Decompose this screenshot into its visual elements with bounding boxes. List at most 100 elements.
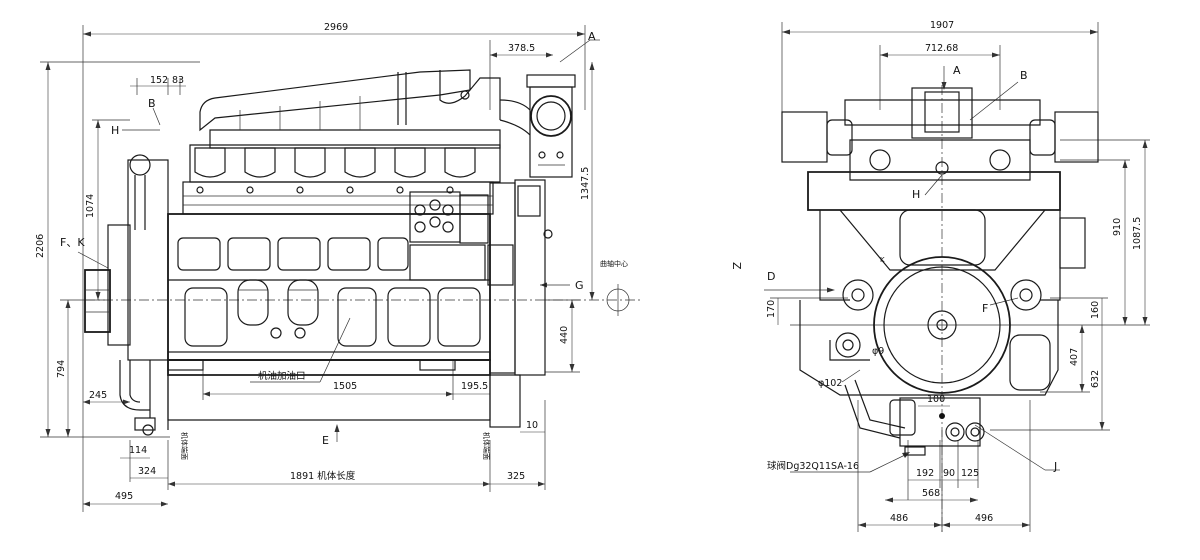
dim-2206: 2206 <box>35 62 51 437</box>
dim-label: 10 <box>526 420 538 431</box>
dim-label: 245 <box>89 390 107 401</box>
dim-label: 632 <box>1090 370 1101 388</box>
dim-407: 407 <box>1040 325 1090 393</box>
label-fk-text: F、K <box>60 236 85 249</box>
dim-label: 114 <box>129 445 147 456</box>
label-j-leader: J <box>974 424 1060 473</box>
dim-label: 1347.5 <box>580 167 591 200</box>
dim-378-5: 378.5 <box>490 43 553 58</box>
dim-440: 440 <box>545 299 580 373</box>
label-a: A <box>588 30 596 43</box>
label-a2: A <box>953 64 961 77</box>
dim-label: 83 <box>172 75 184 86</box>
dim-910: 910 <box>1060 139 1150 325</box>
dim-2969: 2969 <box>83 22 585 37</box>
gauge-panel <box>409 191 514 286</box>
dim-label: 152 <box>150 75 168 86</box>
label-z: Z <box>730 262 743 270</box>
dim-label: 378.5 <box>508 43 535 54</box>
dim-label: 100 <box>927 394 945 405</box>
dim-label: 1891 机体长度 <box>290 470 356 482</box>
dim-label: 568 <box>922 488 940 499</box>
mount-note-left: 机体端面 <box>180 432 189 460</box>
ball-valve-callout: 球阀Dg32Q11SA-16 <box>767 452 910 473</box>
dim-label: 2206 <box>35 234 46 258</box>
dim-1087-5: 1087.5 <box>1132 140 1148 325</box>
label-e-arrow: E <box>322 424 340 447</box>
oil-filler-callout: 机油加油口 <box>250 317 351 383</box>
label-e: E <box>322 434 329 447</box>
dim-label: 794 <box>56 360 67 378</box>
dim-label: 1907 <box>930 20 954 31</box>
dim-label: 407 <box>1069 348 1080 366</box>
label-h2: H <box>912 188 920 201</box>
label-f-leader: F <box>982 297 1019 315</box>
end-view: 1907 712.68 A B H <box>730 20 1150 532</box>
dim-1907: 1907 <box>781 20 1099 140</box>
front-pulley <box>84 154 169 436</box>
dim-label: 324 <box>138 466 156 477</box>
oil-filler-note: 机油加油口 <box>258 370 306 382</box>
dim-114: 114 <box>120 445 150 459</box>
dim-label: 712.68 <box>925 43 958 54</box>
dim-1347-5: 1347.5 <box>580 62 595 300</box>
label-d: D <box>767 270 775 283</box>
dim-152-83: 152 83 <box>130 75 186 95</box>
mount-note-right: 机体端面 <box>482 432 491 460</box>
dim-495: 495 <box>83 491 168 507</box>
label-fk: F、K <box>60 236 109 269</box>
engine-end-body <box>781 87 1099 456</box>
dim-label: 160 <box>1090 301 1101 319</box>
flywheel-housing <box>489 179 553 428</box>
dim-712-68: 712.68 <box>879 43 1001 110</box>
dim-label: 440 <box>559 326 570 344</box>
dim-486-496: 486 496 <box>857 400 1031 532</box>
dim-1891: 1891 机体长度 <box>168 440 491 492</box>
dim-794: 794 <box>56 299 105 437</box>
dim-label: 486 <box>890 513 908 524</box>
crank-center-note: 曲轴中心 <box>600 259 628 268</box>
ball-valve-note: 球阀Dg32Q11SA-16 <box>767 460 859 472</box>
dim-568: 568 <box>885 488 978 503</box>
engine-side-body <box>84 69 576 436</box>
dim-label: 1074 <box>85 194 96 218</box>
oil-filters <box>237 279 319 339</box>
label-f: F <box>982 302 988 315</box>
label-h2-leader: H <box>912 174 943 201</box>
label-d-arrow: D <box>764 270 835 293</box>
label-k: K <box>880 256 885 264</box>
dim-label: 170 <box>766 300 777 318</box>
label-g: G <box>575 279 584 292</box>
label-h: H <box>111 124 119 137</box>
dim-170: 170 <box>766 297 848 325</box>
dim-label: 1505 <box>333 381 357 392</box>
dim-label: 195.5 <box>461 381 488 392</box>
dim-192-90-125: 192 90 125 <box>907 440 979 500</box>
label-a2-arrow: A <box>941 64 961 90</box>
dim-label: 90 <box>943 468 955 479</box>
dim-label: 125 <box>961 468 979 479</box>
dim-10: 10 <box>520 420 545 433</box>
label-b2: B <box>1020 69 1028 82</box>
dim-label: 910 <box>1112 218 1123 236</box>
dim-325: 325 <box>490 400 546 490</box>
dim-label: 325 <box>507 471 525 482</box>
dim-label: 496 <box>975 513 993 524</box>
cylinder-heads <box>182 144 501 215</box>
side-view: 2969 378.5 A 152 83 B H <box>35 22 640 512</box>
dim-label: 495 <box>115 491 133 502</box>
turbo-outlet <box>499 74 576 178</box>
dim-100: 100 <box>918 394 950 407</box>
label-j: J <box>1053 460 1057 473</box>
dim-1505: 1505 195.5 <box>202 360 491 400</box>
dim-phi9: φ9 <box>872 346 884 357</box>
dim-324: 324 <box>129 440 169 490</box>
dim-label: 192 <box>916 468 934 479</box>
dim-632: 632 <box>990 325 1110 431</box>
dim-phi102: φ102 <box>818 378 842 389</box>
dim-160: 160 <box>1050 297 1108 325</box>
dim-label: 2969 <box>324 22 348 33</box>
dim-label: 1087.5 <box>1132 217 1143 250</box>
